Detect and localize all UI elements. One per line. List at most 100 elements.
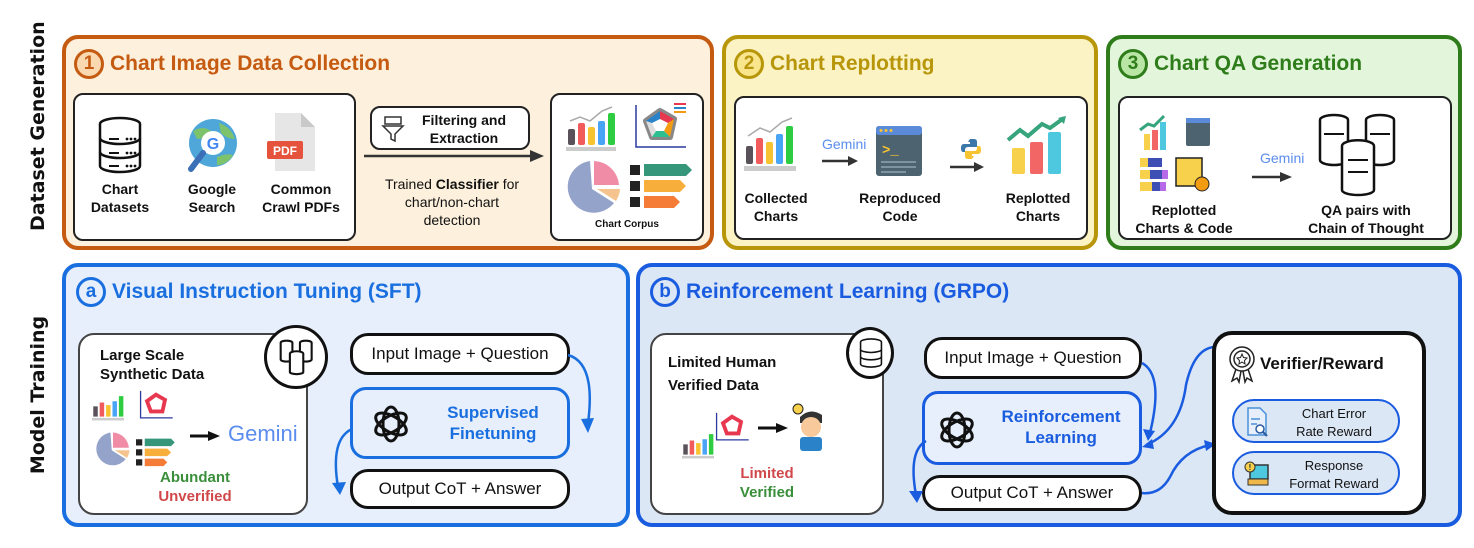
flow-arrow-icon [567,353,594,433]
database-stack-icon [1318,113,1396,197]
flow-arrow-icon [1141,361,1157,441]
database-badge [846,327,894,379]
svg-text:G: G [207,136,219,153]
panel-title: 1 Chart Image Data Collection [74,49,390,79]
openai-logo-icon [940,411,974,449]
svg-text:PDF: PDF [273,144,297,158]
row-label-model-training: Model Training [27,315,49,475]
panel-chart-image-data-collection: 1 Chart Image Data Collection G PDF C [62,35,714,250]
replotted-charts-code-icon [1139,114,1210,192]
award-ribbon-icon [1229,346,1255,385]
funnel-icon [381,116,405,143]
input-image-question-pill: Input Image + Question [350,333,570,375]
panel-title-text: Chart Replotting [770,52,935,75]
gemini-logo: Gemini [1260,150,1305,166]
database-icon [859,338,883,368]
row-label-dataset-generation: Dataset Generation [27,21,49,231]
arrow-right-icon [190,431,220,441]
panel-reinforcement-learning: b Reinforcement Learning (GRPO) Limited … [636,263,1462,527]
arrow-right-icon [364,150,544,162]
openai-logo-icon [374,405,408,443]
document-search-icon [1247,407,1268,437]
panel-title-text: Chart Image Data Collection [110,52,391,75]
step-number-badge: 3 [1118,49,1148,79]
chart-corpus-label: Chart Corpus [595,219,659,230]
reward-feedback-arrow-icon [1142,345,1215,449]
panel-title: 3 Chart QA Generation [1118,49,1362,79]
svg-text:!: ! [1249,463,1252,472]
radar-chart-icon [139,390,173,419]
gemini-logo: Gemini [822,136,867,152]
radar-chart-icon [635,103,686,148]
bar-chart-icon [92,396,124,421]
pie-chart-icon [96,432,130,466]
progress-bars-icon [630,164,692,208]
step-number-badge: 1 [74,49,104,79]
pdf-file-icon: PDF [267,113,315,171]
pie-chart-icon [567,161,620,213]
google-search-icon: G [188,119,237,172]
database-icon [98,116,142,174]
progress-bars-icon [136,438,175,467]
replotted-chart-icon [1006,116,1066,174]
verifier-reward-title: Verifier/Reward [1260,354,1384,373]
output-to-verifier-arrow-icon [1141,440,1216,495]
output-cot-answer-pill: Output CoT + Answer [350,469,570,509]
arrow-right-icon [1252,172,1292,182]
panel-visual-instruction-tuning: a Visual Instruction Tuning (SFT) Large … [62,263,630,527]
database-stack-icon [279,339,313,376]
arrow-right-icon [950,162,984,172]
panel-title-text: Visual Instruction Tuning (SFT) [112,280,422,303]
svg-text:>_: >_ [882,143,899,159]
radar-chart-icon [715,412,749,441]
flow-arrow-icon [332,427,353,495]
database-badge [264,325,328,389]
output-cot-answer-pill: Output CoT + Answer [922,475,1142,511]
python-icon [961,139,981,159]
collected-chart-icon [744,117,796,171]
code-terminal-icon: >_ [876,126,922,176]
input-image-question-pill: Input Image + Question [924,337,1142,379]
panel-title: 2 Chart Replotting [734,49,934,79]
chart-corpus-box: Chart Corpus [550,93,704,241]
step-number-badge: 2 [734,49,764,79]
panel-title: b Reinforcement Learning (GRPO) [650,277,1009,307]
step-letter-badge: b [650,277,680,307]
panel-title-text: Chart QA Generation [1154,52,1363,75]
panel-title-text: Reinforcement Learning (GRPO) [686,280,1010,303]
human-annotator-icon [792,403,822,451]
format-warning-icon: ! [1244,461,1269,486]
flow-arrow-icon [909,439,927,503]
bar-chart-icon [682,434,714,459]
panel-title: a Visual Instruction Tuning (SFT) [76,277,422,307]
gemini-logo: Gemini [228,421,298,446]
